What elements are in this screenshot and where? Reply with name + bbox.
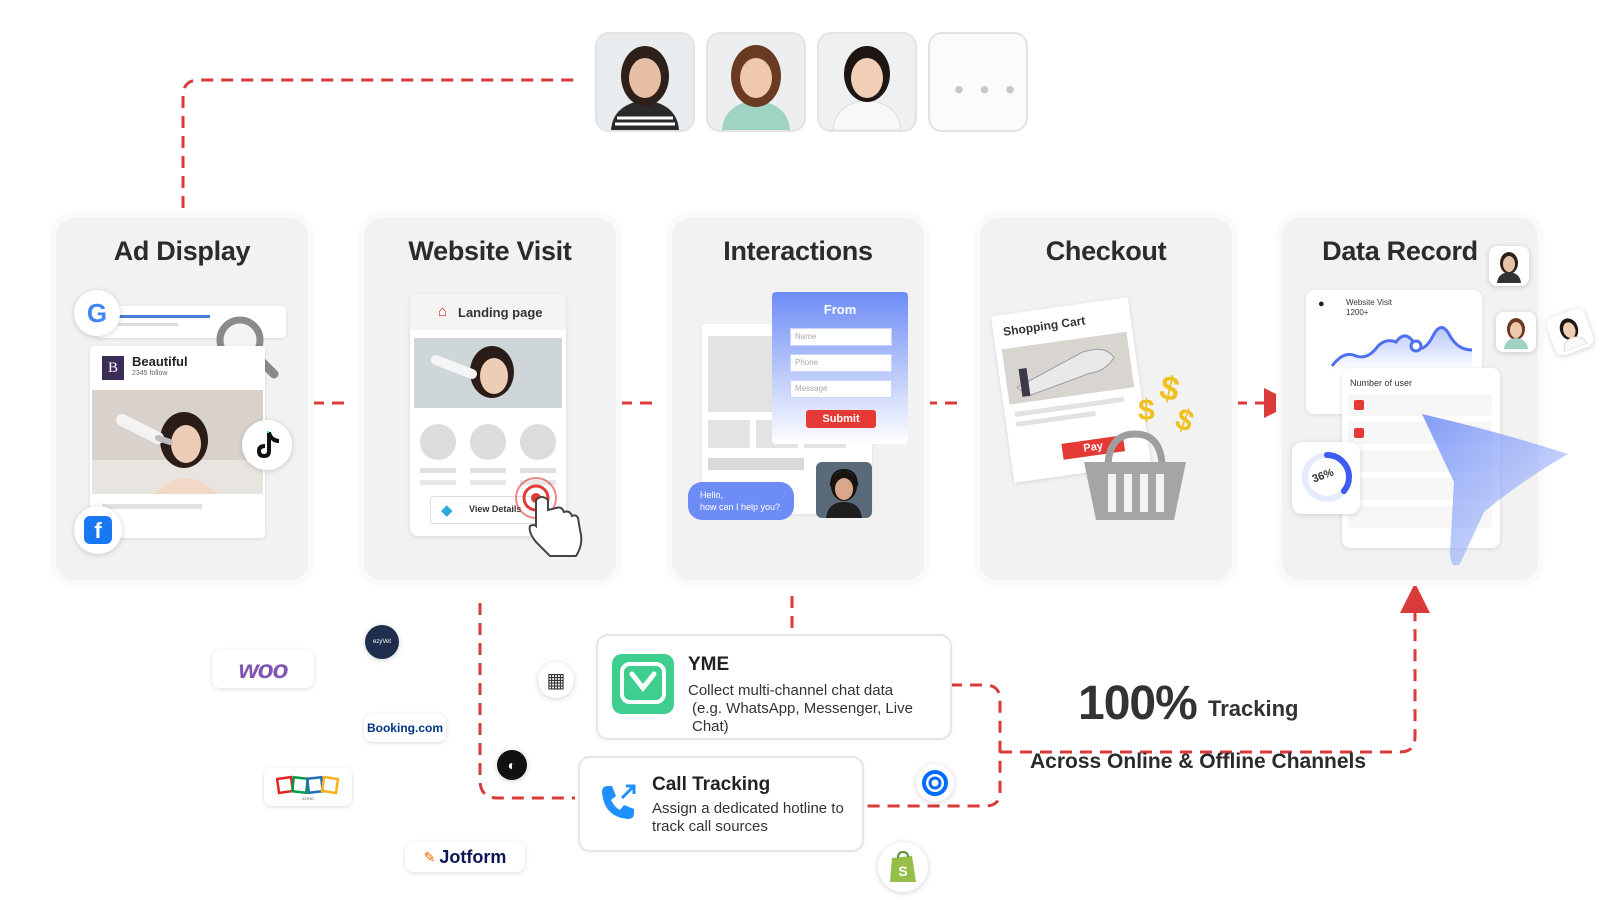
stage-title-checkout: Checkout bbox=[1045, 236, 1167, 266]
click-hand-icon bbox=[515, 477, 583, 557]
dollar-icon: $ bbox=[1138, 394, 1155, 427]
dollar-icon: $ bbox=[1156, 368, 1183, 410]
stage-title-data-record: Data Record bbox=[1322, 236, 1478, 266]
landing-hero-photo bbox=[414, 338, 562, 408]
connector-tracking-to-record bbox=[1000, 583, 1430, 754]
shopping-cart-receipt: Shopping Cart Pay bbox=[990, 297, 1152, 483]
zoho-wordmark: ZOHO bbox=[302, 796, 314, 801]
audience-avatar-3 bbox=[817, 32, 917, 132]
landing-page-label: Landing page bbox=[458, 305, 543, 320]
brand-logo: B bbox=[102, 356, 124, 380]
ezyvet-logo: ezyVet bbox=[365, 625, 399, 659]
record-avatar-3 bbox=[1544, 306, 1596, 358]
person-icon bbox=[708, 34, 804, 130]
layout-grid-logo: ▦ bbox=[538, 662, 574, 698]
audience-more: • • • bbox=[928, 32, 1028, 132]
stage-card-data-record: Data Record ● Website Visit 1200+ Number… bbox=[1282, 218, 1568, 580]
person-icon bbox=[1497, 252, 1521, 283]
google-icon: G bbox=[74, 290, 120, 336]
calendly-logo bbox=[916, 764, 954, 802]
phone-field[interactable]: Phone bbox=[790, 354, 892, 372]
user-icon: ● bbox=[1318, 298, 1325, 310]
stage-title-interactions: Interactions bbox=[723, 236, 873, 266]
number-of-user-label: Number of user bbox=[1350, 378, 1413, 388]
connector-visit-to-call bbox=[478, 603, 575, 800]
name-field[interactable]: Name bbox=[790, 328, 892, 346]
landing-page-mock: ⌂ Landing page ◆ View Details bbox=[410, 294, 566, 536]
bird-icon: ◐ bbox=[507, 757, 517, 773]
zoho-icon: ZOHO bbox=[276, 775, 340, 801]
stage-title-ad-display: Ad Display bbox=[113, 236, 251, 266]
connector-ad-to-audience bbox=[181, 78, 578, 208]
person-icon bbox=[1559, 318, 1588, 353]
yme-logo-icon bbox=[612, 654, 674, 714]
tracking-subtitle: Across Online & Offline Channels bbox=[1030, 750, 1367, 773]
basket-icon bbox=[1084, 430, 1186, 520]
brand-followers: 2345 follow bbox=[132, 370, 168, 377]
call-tracking-description-line1: Assign a dedicated hotline to bbox=[652, 800, 844, 817]
person-icon bbox=[597, 34, 693, 130]
visit-trend-line bbox=[1330, 326, 1473, 370]
record-avatar-2 bbox=[1496, 312, 1536, 352]
jotform-logo: ✎ Jotform bbox=[405, 842, 525, 872]
chat-bubble: Hello, how can I help you? bbox=[688, 482, 794, 520]
form-title: From bbox=[823, 302, 857, 317]
cube-icon: ◆ bbox=[441, 502, 453, 519]
shopping-cart-label: Shopping Cart bbox=[1002, 313, 1087, 339]
record-avatar-1 bbox=[1489, 246, 1529, 286]
percentage-gauge: 36% bbox=[1292, 442, 1360, 514]
woo-logo: woo bbox=[212, 650, 314, 688]
booking-logo: Booking.com bbox=[364, 714, 446, 742]
calendly-icon bbox=[922, 770, 948, 796]
audience-avatar-2 bbox=[706, 32, 806, 132]
grid-icon: ▦ bbox=[546, 669, 566, 692]
more-dots: • • • bbox=[954, 74, 1019, 105]
call-tracking-box: Call Tracking Assign a dedicated hotline… bbox=[578, 756, 864, 852]
product-photo bbox=[1001, 331, 1135, 405]
zoho-logo: ZOHO bbox=[264, 768, 352, 806]
yme-description-line2: (e.g. WhatsApp, Messenger, Live Chat) bbox=[692, 700, 913, 735]
shopify-icon: S bbox=[890, 850, 916, 882]
person-icon bbox=[1504, 318, 1528, 349]
stage-card-checkout: Checkout Shopping Cart Pay $ $ $ bbox=[980, 218, 1232, 580]
ad-photo bbox=[92, 390, 263, 494]
message-field[interactable]: Message bbox=[790, 380, 892, 398]
funnel-icon bbox=[1422, 414, 1568, 566]
brand-name: Beautiful bbox=[132, 354, 188, 369]
svg-text:S: S bbox=[898, 863, 907, 879]
person-icon bbox=[819, 34, 915, 130]
yme-title: YME bbox=[688, 654, 730, 675]
stage-card-interactions: Interactions From Name Phone Message Sub… bbox=[672, 218, 924, 580]
yme-box: YME Collect multi-channel chat data (e.g… bbox=[596, 634, 952, 740]
phone-icon bbox=[602, 784, 636, 819]
call-tracking-title: Call Tracking bbox=[652, 774, 771, 795]
bird-logo: ◐ bbox=[497, 750, 527, 780]
tracking-percentage: 100% bbox=[1078, 677, 1198, 730]
shopify-logo: S bbox=[878, 842, 928, 892]
submit-button[interactable]: Submit bbox=[806, 410, 876, 428]
view-details-label: View Details bbox=[469, 504, 522, 514]
website-visit-count: 1200+ bbox=[1346, 308, 1369, 317]
stage-card-website-visit: Website Visit ⌂ Landing page ◆ View Deta… bbox=[364, 218, 616, 580]
tracking-label: Tracking bbox=[1208, 696, 1299, 721]
jotform-icon: ✎ bbox=[423, 848, 436, 865]
tiktok-icon bbox=[242, 420, 292, 470]
contact-form: From Name Phone Message Submit bbox=[772, 292, 908, 444]
home-icon: ⌂ bbox=[438, 303, 448, 320]
website-visit-label: Website Visit bbox=[1346, 298, 1392, 307]
call-tracking-description-line2: track call sources bbox=[652, 818, 768, 835]
stage-card-ad-display: Ad Display G B Beautiful 2345 follow bbox=[56, 218, 308, 580]
gauge-ring bbox=[1302, 452, 1352, 502]
stage-title-website-visit: Website Visit bbox=[408, 236, 572, 266]
support-agent-icon bbox=[816, 462, 872, 518]
audience-avatar-1 bbox=[595, 32, 695, 132]
yme-description-line1: Collect multi-channel chat data bbox=[688, 682, 894, 699]
facebook-icon: f bbox=[74, 506, 122, 554]
ad-post: B Beautiful 2345 follow bbox=[90, 346, 265, 538]
